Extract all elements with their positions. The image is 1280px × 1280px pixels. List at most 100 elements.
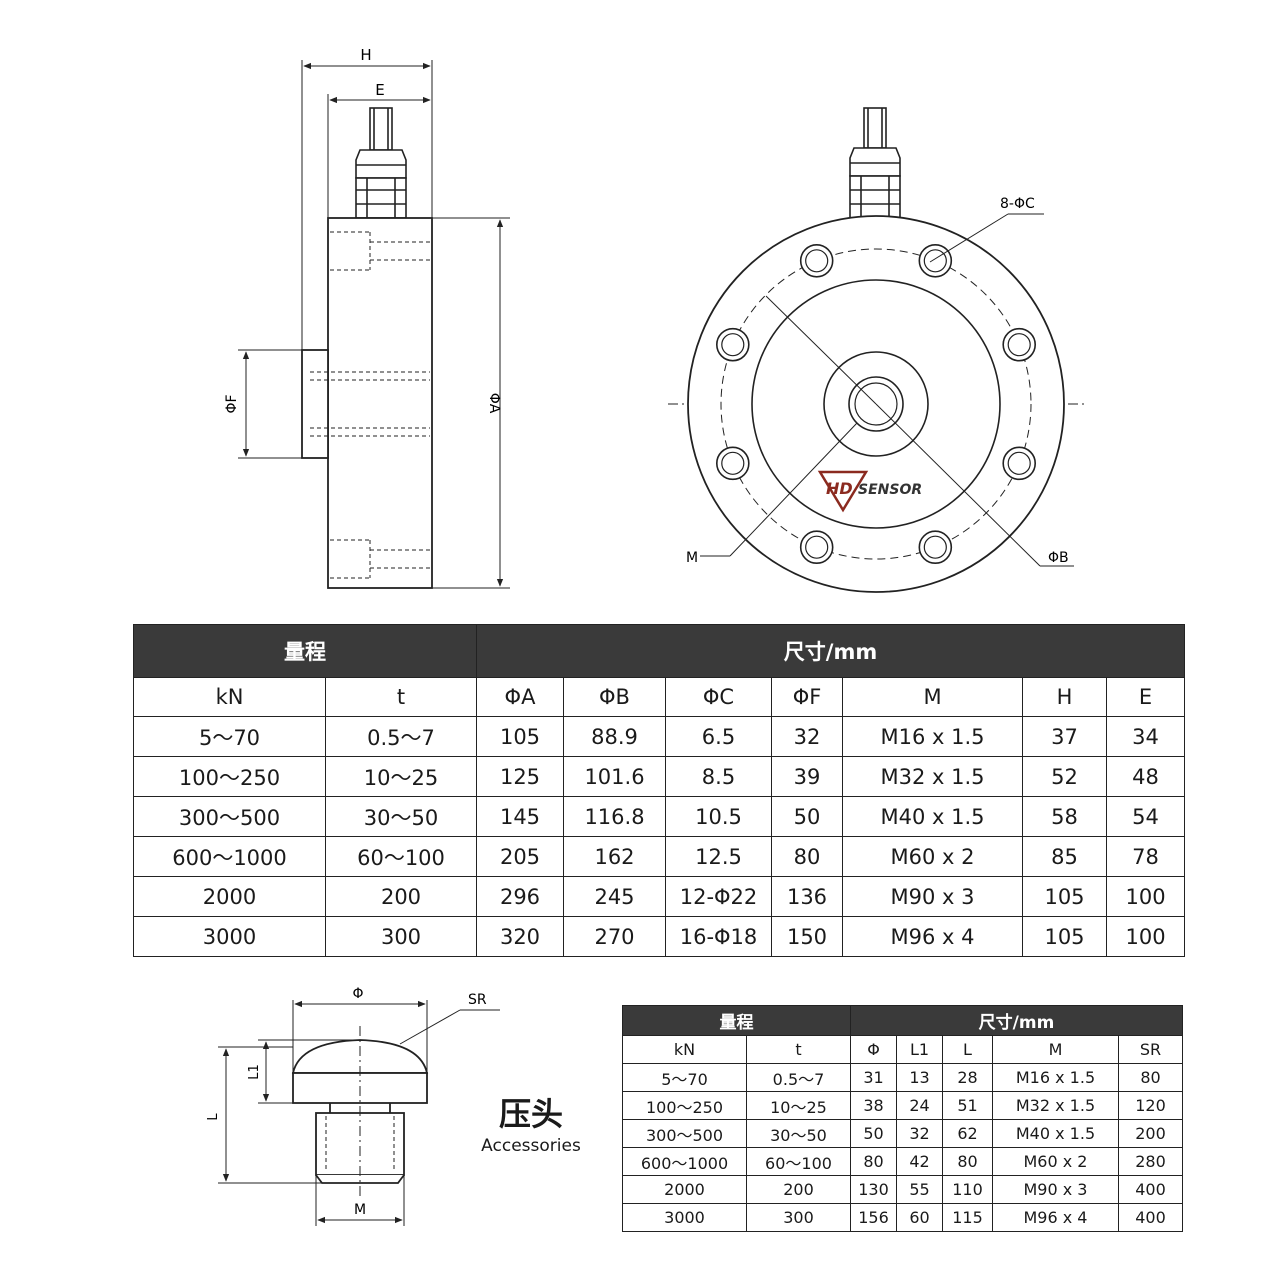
- range-header: 量程: [133, 624, 477, 678]
- column-header: ΦC: [665, 677, 772, 717]
- table-cell: M16 x 1.5: [842, 716, 1023, 757]
- table-cell: 42: [896, 1147, 943, 1176]
- table-cell: 8.5: [665, 756, 772, 797]
- table-cell: 2000: [133, 876, 326, 917]
- table-cell: 100～250: [622, 1091, 747, 1120]
- acc-range-header: 量程: [622, 1005, 851, 1036]
- table-cell: 300～500: [133, 796, 326, 837]
- table-cell: M40 x 1.5: [992, 1119, 1119, 1148]
- table-cell: 105: [476, 716, 564, 757]
- table-cell: 10.5: [665, 796, 772, 837]
- table-cell: 0.5～7: [325, 716, 477, 757]
- table-cell: M60 x 2: [842, 836, 1023, 877]
- bolt-hole: [799, 530, 834, 565]
- column-header: ΦF: [771, 677, 843, 717]
- table-cell: 32: [896, 1119, 943, 1148]
- column-header: t: [325, 677, 477, 717]
- table-cell: 145: [476, 796, 564, 837]
- table-cell: 10～25: [746, 1091, 851, 1120]
- table-cell: 80: [942, 1147, 993, 1176]
- front-view-drawing: 8-ΦC M ΦB HD SENSOR: [668, 107, 1088, 593]
- hd-sensor-logo: HD SENSOR: [817, 470, 922, 513]
- table-cell: 116.8: [563, 796, 666, 837]
- accessory-title: 压头 Accessories: [466, 1094, 596, 1158]
- table-cell: 50: [771, 796, 843, 837]
- table-cell: M90 x 3: [842, 876, 1023, 917]
- table-cell: 30～50: [325, 796, 477, 837]
- table-cell: 296: [476, 876, 564, 917]
- table-cell: 101.6: [563, 756, 666, 797]
- table-cell: 52: [1022, 756, 1107, 797]
- table-cell: 270: [563, 916, 666, 957]
- table-cell: M96 x 4: [842, 916, 1023, 957]
- table-cell: 200: [746, 1175, 851, 1204]
- column-header: kN: [133, 677, 326, 717]
- table-cell: 37: [1022, 716, 1107, 757]
- cable-connector: [355, 107, 407, 219]
- column-header: L1: [896, 1035, 943, 1064]
- table-cell: 400: [1118, 1203, 1183, 1232]
- table-cell: 280: [1118, 1147, 1183, 1176]
- table-cell: 80: [771, 836, 843, 877]
- table-cell: 31: [850, 1063, 897, 1092]
- table-cell: 300～500: [622, 1119, 747, 1148]
- column-header: ΦB: [563, 677, 666, 717]
- table-cell: M40 x 1.5: [842, 796, 1023, 837]
- table-cell: 100～250: [133, 756, 326, 797]
- bolt-hole: [715, 327, 750, 362]
- table-cell: 156: [850, 1203, 897, 1232]
- table-cell: 200: [1118, 1119, 1183, 1148]
- table-cell: 300: [325, 916, 477, 957]
- table-cell: 3000: [133, 916, 326, 957]
- table-cell: 200: [325, 876, 477, 917]
- column-header: M: [842, 677, 1023, 717]
- table-cell: M16 x 1.5: [992, 1063, 1119, 1092]
- table-cell: 162: [563, 836, 666, 877]
- table-cell: 60: [896, 1203, 943, 1232]
- table-cell: 39: [771, 756, 843, 797]
- column-header: ΦA: [476, 677, 564, 717]
- svg-text:SENSOR: SENSOR: [858, 482, 922, 498]
- dim-L1-label: L1: [247, 1064, 262, 1080]
- table-cell: 32: [771, 716, 843, 757]
- acc-dimensions-header: 尺寸/mm: [850, 1005, 1183, 1036]
- table-cell: 16-Φ18: [665, 916, 772, 957]
- accessory-title-en: Accessories: [481, 1136, 581, 1156]
- table-cell: 110: [942, 1175, 993, 1204]
- bolt-hole: [1002, 327, 1037, 362]
- table-cell: 100: [1105, 876, 1186, 917]
- table-cell: 12-Φ22: [665, 876, 772, 917]
- bolt-hole: [1002, 446, 1037, 481]
- bolt-circle: [720, 248, 1032, 560]
- table-cell: 85: [1022, 836, 1107, 877]
- table-cell: M90 x 3: [992, 1175, 1119, 1204]
- dim-SR-label: SR: [468, 992, 487, 1008]
- thread-bore: [848, 376, 904, 432]
- table-cell: M32 x 1.5: [842, 756, 1023, 797]
- column-header: L: [942, 1035, 993, 1064]
- table-cell: 58: [1022, 796, 1107, 837]
- column-header: M: [992, 1035, 1119, 1064]
- table-cell: 5～70: [133, 716, 326, 757]
- column-header: E: [1105, 677, 1186, 717]
- bolt-hole: [715, 446, 750, 481]
- sensor-body-side: [327, 217, 433, 589]
- dim-L-label: L: [206, 1113, 221, 1121]
- table-cell: 80: [1118, 1063, 1183, 1092]
- table-cell: 55: [896, 1175, 943, 1204]
- bolt-hole: [918, 243, 953, 278]
- table-cell: 6.5: [665, 716, 772, 757]
- table-cell: 50: [850, 1119, 897, 1148]
- table-cell: 600～1000: [622, 1147, 747, 1176]
- table-cell: 105: [1022, 916, 1107, 957]
- dim-E-label: E: [375, 81, 384, 99]
- dim-A-label: ΦA: [486, 393, 502, 414]
- column-header: t: [746, 1035, 851, 1064]
- table-cell: 100: [1105, 916, 1186, 957]
